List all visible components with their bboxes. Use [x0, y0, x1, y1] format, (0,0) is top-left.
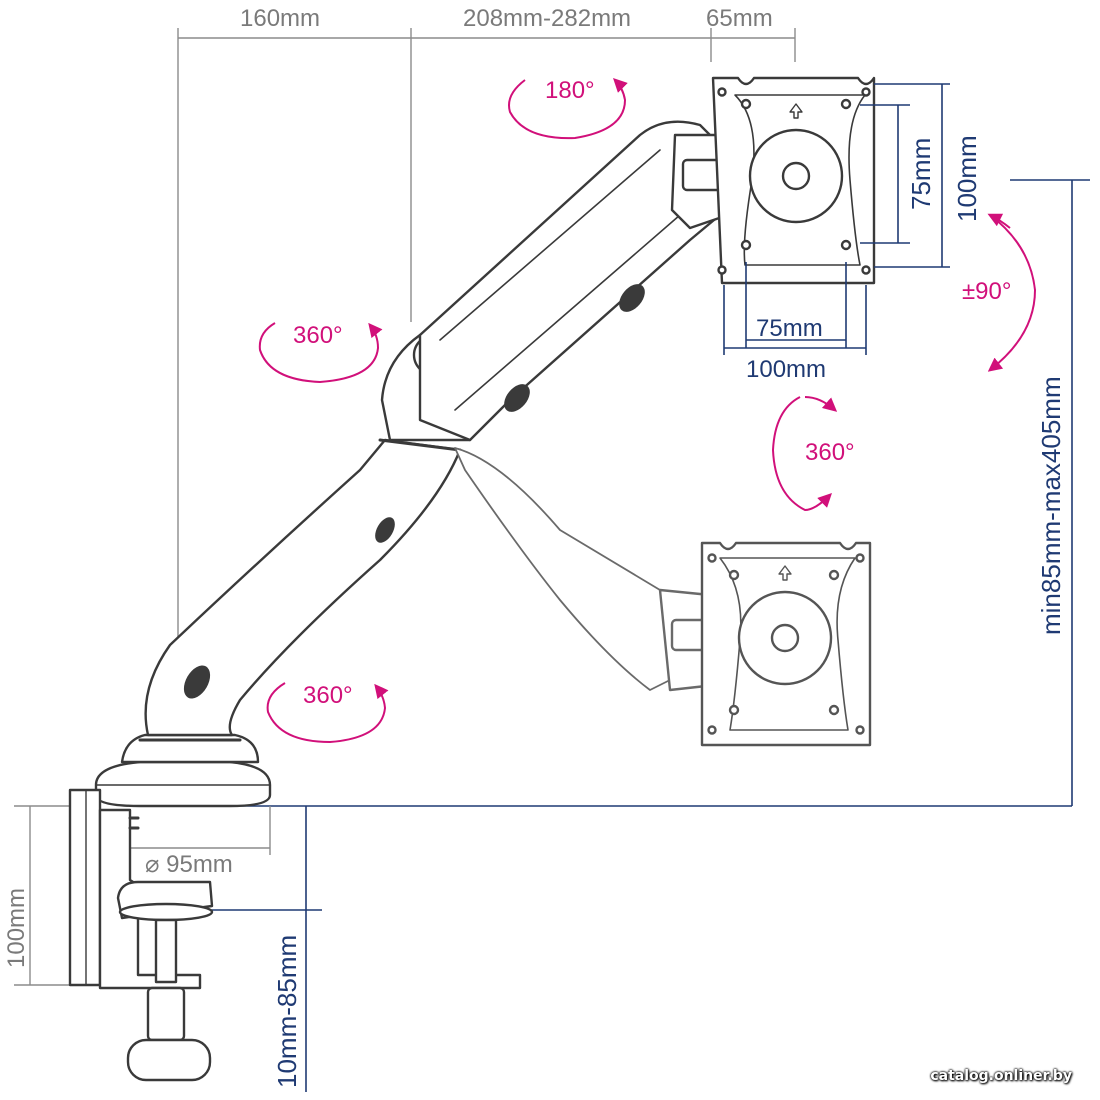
top-dimension-lines: [177, 28, 796, 640]
lower-position-arm: [454, 447, 701, 691]
rotate-360-base-label: 360°: [303, 682, 353, 709]
vesa-plate-upper: [711, 76, 876, 285]
clamp-height-label: 100mm: [3, 888, 30, 968]
lower-post: [144, 438, 462, 737]
vesa-plate-lower: [700, 541, 872, 747]
desk-clamp: [68, 788, 214, 1082]
rotate-180-label: 180°: [545, 77, 595, 104]
rotate-360-screen-arrow: [771, 396, 832, 512]
vesa-dimension-lines: [723, 83, 950, 355]
watermark-text: catalog.onliner.by: [930, 1068, 1072, 1084]
base-collar: [120, 733, 260, 764]
tilt-90-arrow: [987, 214, 1037, 372]
dim-reach-label: 208mm-282mm: [463, 5, 631, 32]
rotation-arrows: [258, 78, 1037, 744]
rotate-360-arm-label: 360°: [293, 322, 343, 349]
base-diameter-label: ⌀ 95mm: [145, 851, 233, 878]
rotate-360-arm-arrow: [258, 322, 383, 384]
vesa-v100-label: 100mm: [952, 135, 982, 222]
rotate-360-screen-label: 360°: [805, 439, 855, 466]
vesa-h100-label: 100mm: [746, 356, 826, 383]
tilt-90-label: ±90°: [962, 278, 1011, 305]
dim-65-label: 65mm: [706, 5, 773, 32]
rotate-180-arrow: [508, 78, 628, 140]
desk-and-height-lines: [200, 179, 1090, 1092]
vesa-v75-label: 75mm: [906, 138, 936, 210]
height-range-label: min85mm-max405mm: [1036, 376, 1066, 635]
desk-thickness-label: 10mm-85mm: [272, 935, 302, 1088]
vesa-h75-label: 75mm: [756, 315, 823, 342]
dim-160-label: 160mm: [240, 5, 320, 32]
base-disc: [94, 760, 272, 808]
monitor-arm: [68, 76, 876, 1082]
rotate-360-base-arrow: [266, 682, 389, 744]
